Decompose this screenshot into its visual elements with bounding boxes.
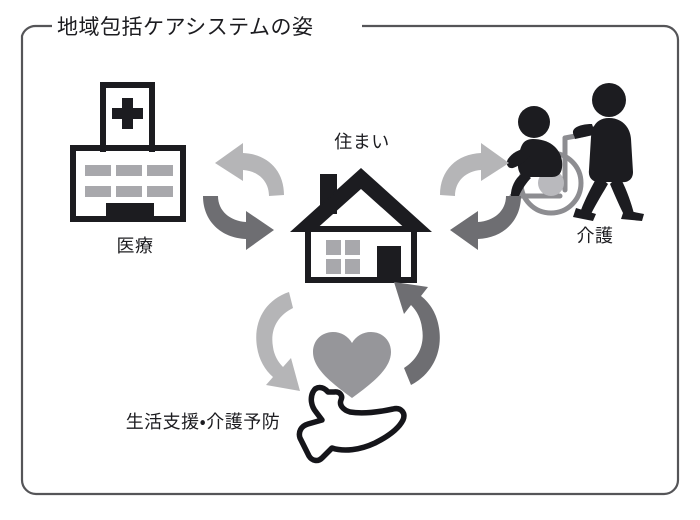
wheelchair-caregiver-icon [506,83,644,221]
frame-body [20,40,680,496]
label-medical: 医療 [117,236,154,257]
arrow-care-to-house [450,196,521,250]
hand-heart-icon [296,332,407,464]
hospital-entrance [106,203,154,222]
hospital-icon [70,82,186,222]
seated-person-legs [510,172,531,199]
seated-person-torso [517,139,563,177]
caregiver-head [592,83,626,117]
hospital-window [116,165,142,176]
house-door [377,246,401,283]
caregiver-leg-front [610,175,634,219]
arrow-house-to-medical [215,143,284,196]
hospital-window [116,186,142,197]
house-window-pane [326,240,341,255]
label-support: 生活支援・介護予防 [126,412,281,433]
seated-person-arm [506,148,530,169]
hospital-window [147,186,173,197]
arrow-house-to-care [440,143,509,196]
label-center: 住まい [334,132,390,153]
page-title: 地域包括ケアシステムの姿 [57,15,314,39]
hospital-window [85,165,111,176]
house-icon [290,168,432,283]
house-window-pane [345,259,360,274]
diagram-frame [20,24,680,496]
hand-shape [296,384,407,464]
heart-shape [313,332,391,398]
connector-care-exchange [440,143,521,250]
caregiver-leg-back [580,175,608,218]
caregiver-foot-back [573,208,596,221]
hospital-window [147,165,173,176]
frame-top-right-segment [362,24,680,41]
hospital-window [85,186,111,197]
caregiver-torso [588,118,633,183]
connector-support-exchange [256,282,440,391]
seated-person-head [518,106,550,138]
house-window-pane [326,259,341,274]
frame-top-left-segment [20,24,52,60]
caregiver-forearm [573,126,598,139]
arrow-medical-to-house [203,196,274,250]
arrow-house-to-support [256,292,300,391]
house-walls [305,226,417,283]
connector-medical-exchange [203,143,284,250]
label-care: 介護 [577,226,614,247]
arrow-support-to-house [394,282,440,385]
house-window-pane [345,240,360,255]
house-roof-mass [292,170,430,232]
hospital-cross-icon [112,98,143,129]
caregiver-foot-front [621,210,644,221]
